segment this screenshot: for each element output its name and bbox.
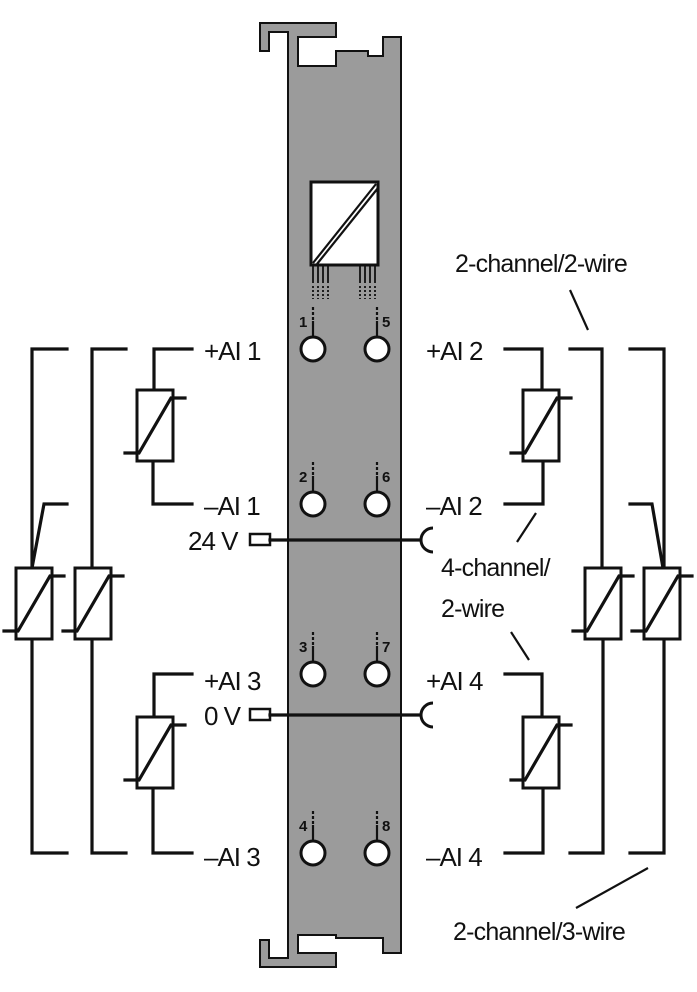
temperature-dependent-arrow [571,574,635,633]
annotation-2ch-3wire-leader [575,867,649,909]
terminal-socket [299,490,327,518]
annotation-2ch-2wire: 2-channel/2-wire [455,250,627,278]
terminal-socket [363,490,391,518]
terminal-socket [363,660,391,688]
supply-24v-connector [248,532,272,547]
terminal-socket [363,335,391,363]
sensor-right-3wire [630,566,694,641]
ad-converter-icon [309,180,380,299]
temperature-dependent-arrow [509,396,573,455]
terminal-7: 7 [363,632,391,688]
label-0v: 0 V [204,701,242,731]
label-ai4-plus: +AI 4 [426,666,483,696]
terminals: 1 2 3 4 5 6 7 8 [299,307,391,867]
label-24v: 24 V [188,526,239,556]
converter-pins-right [359,265,376,299]
sensor-left-3wire [2,566,66,641]
sensor-right-2wire [571,566,635,641]
terminal-socket [299,335,327,363]
pin-number: 6 [382,469,390,486]
label-ai1-plus: +AI 1 [204,336,261,366]
supply-0v-connector [248,707,272,722]
sensor-ai4 [509,715,573,790]
annotation-4ch-line2: 2-wire [441,595,504,623]
terminal-socket [299,660,327,688]
terminal-8: 8 [363,811,391,867]
supply-24v-jumper-socket [419,526,434,554]
sensor-left-2wire [61,566,125,641]
temperature-dependent-arrow [509,723,573,782]
terminal-1: 1 [299,307,327,363]
sensor-ai3 [123,715,187,790]
sensors [2,388,694,790]
temperature-dependent-arrow [123,723,187,782]
pin-number: 5 [382,314,390,331]
pin-number: 2 [299,469,307,486]
pin-number: 1 [299,314,307,331]
annotation-4ch-line1: 4-channel/ [441,554,551,582]
supply-24v: 24 V [188,526,434,556]
label-ai3-plus: +AI 3 [204,666,261,696]
temperature-dependent-arrow [123,396,187,455]
sensor-ai2 [509,388,573,463]
annotations: 2-channel/2-wire 4-channel/ 2-wire 2-cha… [441,250,649,946]
terminal-5: 5 [363,307,391,363]
sensor-ai1 [123,388,187,463]
terminal-socket [299,839,327,867]
pin-number: 7 [382,639,390,656]
temperature-dependent-arrow [2,574,66,633]
temperature-dependent-arrow [61,574,125,633]
label-ai2-plus: +AI 2 [426,336,483,366]
signal-labels: +AI 1 –AI 1 +AI 3 –AI 3 +AI 2 –AI 2 +AI … [204,336,484,872]
label-ai2-minus: –AI 2 [426,491,482,521]
pin-number: 8 [382,818,390,835]
supply-0v-jumper-socket [419,701,434,729]
label-ai1-minus: –AI 1 [204,491,260,521]
terminal-socket [363,839,391,867]
terminal-4: 4 [299,811,327,867]
annotation-2ch-3wire: 2-channel/3-wire [453,918,625,946]
temperature-dependent-arrow [630,574,694,633]
pin-number: 3 [299,639,307,656]
converter-pins-left [312,265,329,299]
terminal-2: 2 [299,462,327,518]
left-wiring [30,347,194,855]
label-ai4-minus: –AI 4 [426,842,482,872]
label-ai3-minus: –AI 3 [204,842,260,872]
annotation-4ch-leader-top [516,512,537,543]
annotation-4ch-leader-bottom [510,631,530,661]
annotation-2ch-2wire-leader [568,289,590,331]
terminal-6: 6 [363,462,391,518]
pin-number: 4 [299,818,308,835]
terminal-3: 3 [299,632,327,688]
supply-0v: 0 V [204,701,434,731]
